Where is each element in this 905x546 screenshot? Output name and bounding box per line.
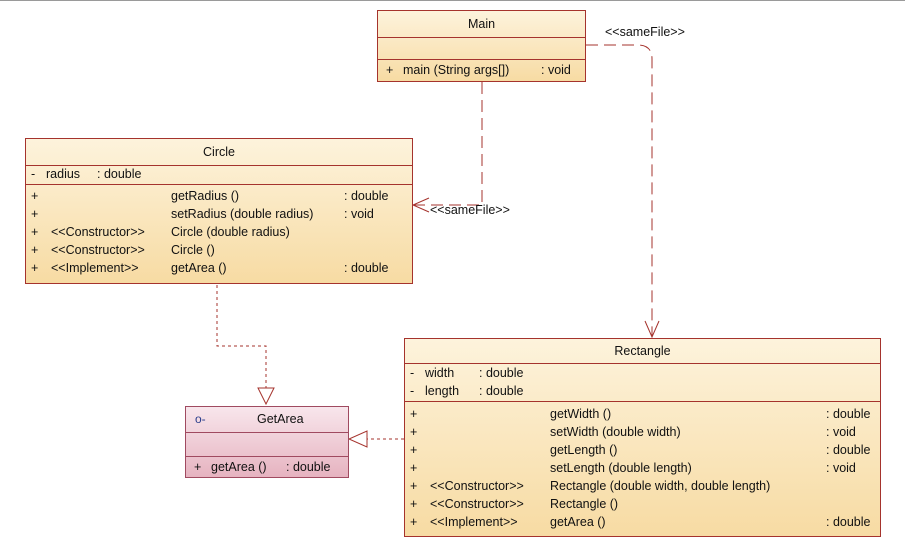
rectangle-op-name: getWidth ()	[550, 407, 612, 421]
getarea-op-type: : double	[286, 460, 331, 474]
rectangle-op-visibility: +	[410, 497, 418, 511]
realization-circle-getarea	[216, 285, 267, 388]
rectangle-op-name: setLength (double length)	[550, 461, 692, 475]
rectangle-attr-type: : double	[479, 384, 524, 398]
rectangle-op-name: setWidth (double width)	[550, 425, 681, 439]
class-circle-title: Circle	[203, 145, 235, 159]
circle-attr-name: radius	[46, 167, 81, 181]
circle-op-stereotype: <<Implement>>	[51, 261, 139, 275]
rectangle-op-name: getArea ()	[550, 515, 606, 529]
rectangle-attr-name: width	[425, 366, 455, 380]
circle-op-name: getRadius ()	[171, 189, 240, 203]
circle-op-name: Circle (double radius)	[171, 225, 290, 239]
class-rectangle-title: Rectangle	[614, 344, 671, 358]
dependency-main-circle	[413, 82, 483, 206]
circle-attr-type: : double	[97, 167, 142, 181]
realization-circle-triangle	[257, 387, 275, 406]
rectangle-attr-name: length	[425, 384, 460, 398]
circle-op-visibility: +	[31, 225, 39, 239]
circle-op-name: getArea ()	[171, 261, 227, 275]
rectangle-attr-visibility: -	[410, 366, 415, 380]
samefile-label-main-rectangle: <<sameFile>>	[605, 25, 685, 39]
class-main-title: Main	[467, 17, 496, 31]
getarea-op-visibility: +	[194, 460, 202, 474]
rectangle-attr-type: : double	[479, 366, 524, 380]
rectangle-op-visibility: +	[410, 425, 418, 439]
circle-op-type: : double	[344, 189, 389, 203]
circle-op-name: Circle ()	[171, 243, 215, 257]
dependency-main-circle-arrowhead	[411, 197, 430, 213]
rectangle-op-type: : double	[826, 443, 871, 457]
rectangle-op-type: : double	[826, 515, 871, 529]
main-op-visibility: +	[386, 63, 394, 77]
circle-attr-visibility: -	[31, 167, 36, 181]
circle-op-type: : double	[344, 261, 389, 275]
circle-op-stereotype: <<Constructor>>	[51, 243, 145, 257]
rectangle-op-stereotype: <<Constructor>>	[430, 497, 524, 511]
rectangle-op-visibility: +	[410, 515, 418, 529]
rectangle-op-stereotype: <<Implement>>	[430, 515, 518, 529]
getarea-op-signature: getArea ()	[211, 460, 267, 474]
main-op-type: : void	[541, 63, 571, 77]
class-main[interactable]: Main + main (String args[]) : void	[377, 10, 586, 82]
rectangle-op-visibility: +	[410, 461, 418, 475]
class-rectangle[interactable]: Rectangle - width : double - length : do…	[404, 338, 881, 537]
rectangle-op-visibility: +	[410, 443, 418, 457]
rectangle-op-type: : double	[826, 407, 871, 421]
rectangle-attr-visibility: -	[410, 384, 415, 398]
top-separator-line	[0, 0, 905, 1]
realization-rectangle-triangle	[347, 430, 368, 448]
dependency-main-rectangle	[586, 44, 653, 337]
interface-getarea[interactable]: o- GetArea + getArea () : double	[185, 406, 349, 478]
main-op-signature: main (String args[])	[403, 63, 510, 77]
circle-op-visibility: +	[31, 189, 39, 203]
rectangle-op-visibility: +	[410, 407, 418, 421]
rectangle-op-type: : void	[826, 425, 856, 439]
interface-lollipop-icon: o-	[195, 412, 206, 426]
rectangle-op-type: : void	[826, 461, 856, 475]
interface-getarea-title: GetArea	[257, 412, 304, 426]
rectangle-op-name: Rectangle ()	[550, 497, 619, 511]
rectangle-op-visibility: +	[410, 479, 418, 493]
circle-op-visibility: +	[31, 207, 39, 221]
dependency-main-rectangle-arrowhead	[644, 320, 660, 339]
rectangle-op-name: Rectangle (double width, double length)	[550, 479, 771, 493]
class-circle[interactable]: Circle - radius : double + getRadius () …	[25, 138, 413, 284]
circle-op-visibility: +	[31, 243, 39, 257]
circle-op-type: : void	[344, 207, 374, 221]
circle-op-visibility: +	[31, 261, 39, 275]
circle-op-stereotype: <<Constructor>>	[51, 225, 145, 239]
samefile-label-main-circle: <<sameFile>>	[430, 203, 510, 217]
rectangle-op-stereotype: <<Constructor>>	[430, 479, 524, 493]
circle-op-name: setRadius (double radius)	[171, 207, 314, 221]
rectangle-op-name: getLength ()	[550, 443, 618, 457]
